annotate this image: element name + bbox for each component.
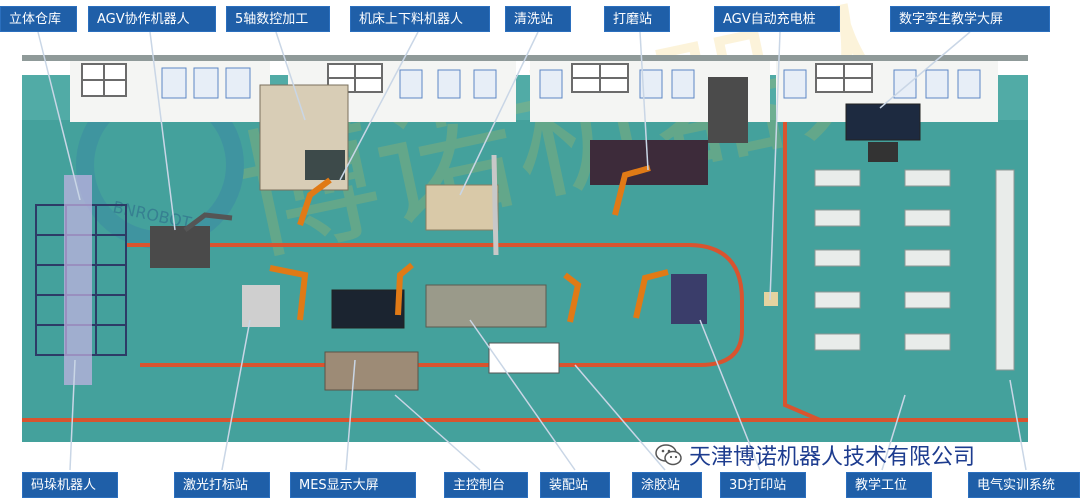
- workstation-grid: [814, 169, 1015, 371]
- wash-arm: [491, 154, 499, 256]
- charger-cabinet: [708, 77, 748, 143]
- assembly-bench: [425, 284, 547, 328]
- laser-robot: [269, 265, 309, 321]
- glue-robot: [563, 272, 582, 323]
- whiteboard: [488, 342, 560, 374]
- laser-station: [242, 285, 280, 327]
- grind-robot: [612, 165, 651, 216]
- agv-track: [22, 122, 1028, 422]
- label-mes-screen: MES显示大屏: [290, 472, 416, 498]
- printer-3d: [671, 274, 707, 324]
- palletizer-robot: [64, 175, 92, 385]
- label-cnc5: 5轴数控加工: [226, 6, 330, 32]
- twin-screen-stand: [868, 142, 898, 162]
- loader-robot: [297, 177, 332, 226]
- label-twin-screen: 数字孪生教学大屏: [890, 6, 1050, 32]
- agv-cart: [150, 226, 210, 268]
- label-palletizer: 码垛机器人: [22, 472, 118, 498]
- label-laser: 激光打标站: [174, 472, 270, 498]
- label-warehouse: 立体仓库: [0, 6, 77, 32]
- label-charger: AGV自动充电桩: [714, 6, 840, 32]
- charger-pile: [764, 292, 778, 306]
- label-glue: 涂胶站: [632, 472, 702, 498]
- label-wash: 清洗站: [505, 6, 571, 32]
- label-print3d: 3D打印站: [720, 472, 806, 498]
- label-electrical: 电气实训系统: [968, 472, 1080, 498]
- label-workstation: 教学工位: [846, 472, 932, 498]
- label-agv-robot: AGV协作机器人: [88, 6, 216, 32]
- label-assembly: 装配站: [540, 472, 610, 498]
- watermark-text: 天津博诺机器人技术有限公司: [689, 445, 976, 470]
- mes-screen-graphic: [331, 289, 405, 329]
- twin-screen: [845, 103, 921, 141]
- center-robot: [395, 262, 414, 316]
- leader-lines: [37, 31, 1027, 471]
- grind-booth: [590, 140, 708, 185]
- label-grind: 打磨站: [604, 6, 670, 32]
- agv-arm: [183, 212, 233, 232]
- cnc-window: [305, 150, 345, 180]
- console-desk: [324, 351, 419, 391]
- watermark: 天津博诺机器人技术有限公司: [655, 440, 975, 470]
- label-console: 主控制台: [444, 472, 528, 498]
- label-loader: 机床上下料机器人: [350, 6, 490, 32]
- wechat-icon: [655, 443, 683, 467]
- glue-robot-2: [633, 269, 669, 319]
